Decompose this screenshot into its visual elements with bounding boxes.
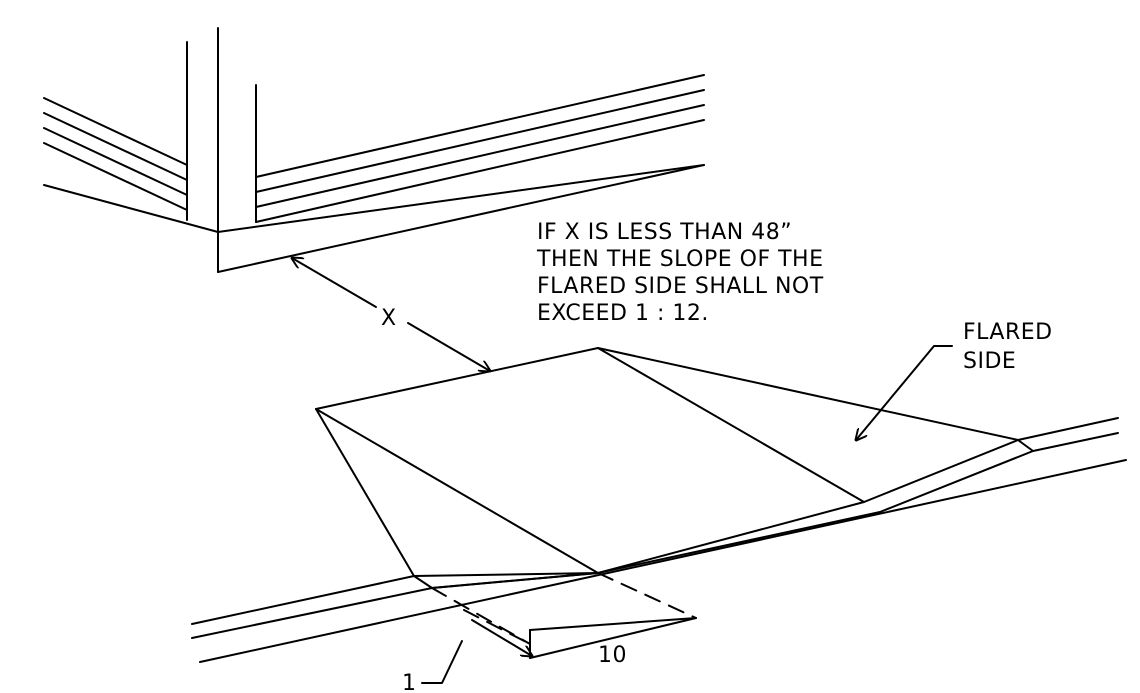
note-line-3: FLARED SIDE SHALL NOT xyxy=(537,274,824,299)
building-corner xyxy=(43,27,705,273)
curb-ramp xyxy=(315,347,1034,589)
slope-run-label: 10 xyxy=(598,643,627,668)
x-label: X xyxy=(381,306,397,331)
slope-ratio-labels: 10 1 xyxy=(402,640,627,693)
flared-side-callout: FLARED SIDE xyxy=(856,320,1053,440)
slope-rise-label: 1 xyxy=(402,671,417,693)
note-line-1: IF X IS LESS THAN 48” xyxy=(537,220,792,245)
gutter-lines xyxy=(191,417,1127,663)
note-line-4: EXCEED 1 : 12. xyxy=(537,301,709,326)
note-line-2: THEN THE SLOPE OF THE xyxy=(536,247,823,272)
slope-note: IF X IS LESS THAN 48” THEN THE SLOPE OF … xyxy=(536,220,824,326)
flared-side-label-1: FLARED xyxy=(963,320,1053,345)
flared-side-label-2: SIDE xyxy=(963,349,1016,374)
x-dimension-arrow: X xyxy=(292,258,490,371)
slope-projection xyxy=(431,572,697,659)
